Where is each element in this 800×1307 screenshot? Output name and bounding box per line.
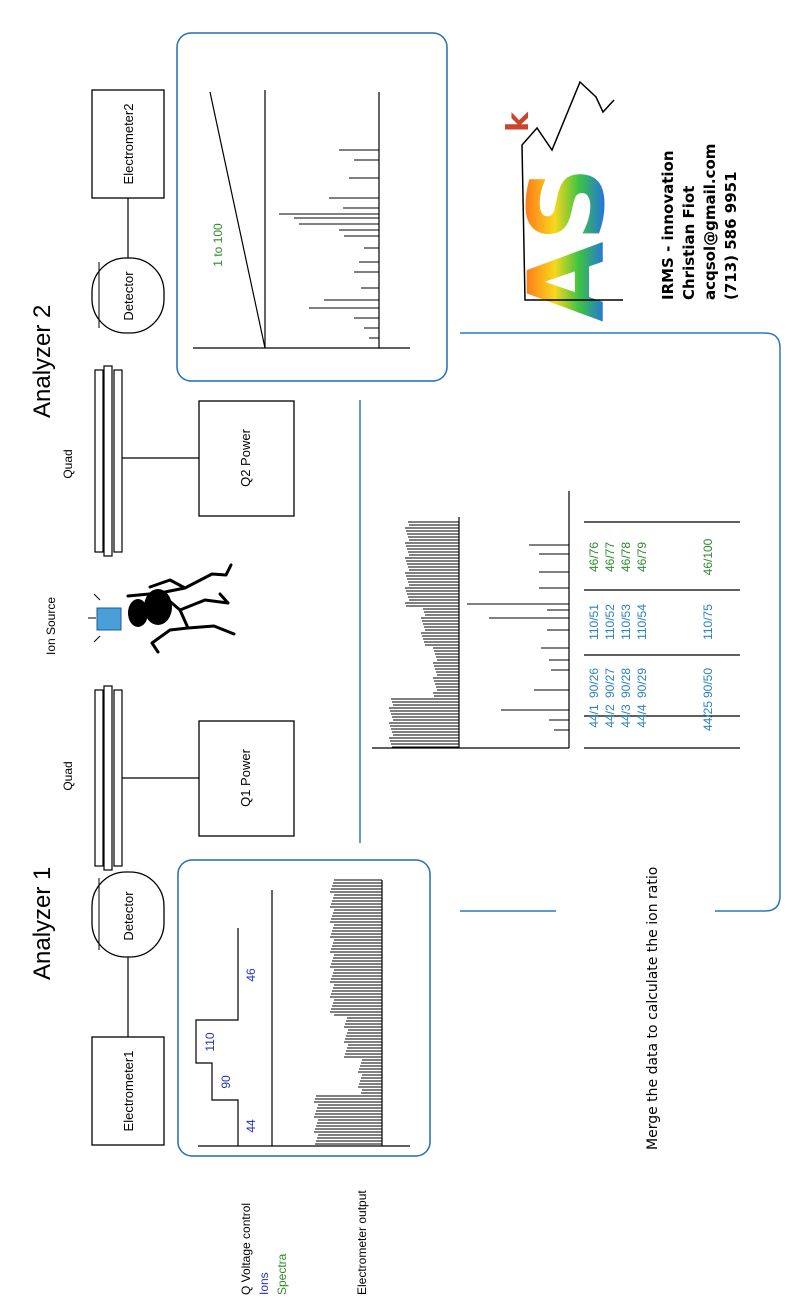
electrometer-output-bars [314, 879, 382, 1145]
quad1-rods [94, 685, 123, 871]
ion-source-label: Ion Source [44, 597, 58, 655]
step-label-44: 44 [244, 1119, 258, 1133]
quad2-label: Quad [61, 449, 75, 478]
ratio-cell: 44/2 [603, 704, 617, 728]
ratio-cell: 110/51 [587, 604, 601, 640]
legend-q-voltage: Q Voltage control [239, 1203, 253, 1295]
ratio-cell: 110/54 [635, 604, 649, 640]
contact-line1: IRMS - innovation [659, 150, 677, 300]
analyzer2-panel-axes [193, 90, 410, 349]
step-label-90: 90 [219, 1075, 233, 1089]
merged-spectrum [467, 544, 569, 731]
ratio-cell: 90/29 [635, 668, 649, 698]
contact-line3: acqsol@gmail.com [701, 144, 719, 300]
detector1-label: Detector [121, 891, 136, 941]
contact-line2: Christian Fiot [680, 186, 698, 300]
ramp-label: 1 to 100 [211, 223, 225, 267]
analyzer2-panel [176, 32, 448, 382]
quad1-label: Quad [61, 761, 75, 790]
electrometer2-box: Electrometer2 [91, 89, 165, 199]
q2-power-label: Q2 Power [238, 428, 253, 486]
ratio-cell: 110/75 [701, 604, 715, 640]
detector2-label: Detector [121, 271, 136, 321]
step-label-46: 46 [244, 968, 258, 982]
ratio-cell: 46/100 [701, 538, 715, 575]
ratio-cell: 44/4 [635, 704, 649, 728]
step-label-110: 110 [203, 1032, 217, 1051]
ratio-table-grid [584, 521, 740, 749]
logo-peak-line [521, 80, 623, 301]
ratio-cell: 44/3 [619, 704, 633, 728]
electrometer2-label: Electrometer2 [121, 104, 136, 185]
ratio-cell: 90/50 [701, 668, 715, 698]
detector1: Detector [91, 871, 165, 958]
ratio-cell: 110/52 [603, 604, 617, 640]
contact-block: IRMS - innovation Christian Fiot acqsol@… [659, 144, 740, 300]
merge-connector [460, 332, 781, 912]
legend-ions: Ions [257, 1272, 271, 1295]
ratio-cell: 90/28 [619, 668, 633, 698]
merge-note: Merge the data to calculate the ion rati… [645, 867, 661, 1150]
q1-power-label: Q1 Power [238, 748, 253, 806]
logo-superscript: k [501, 111, 536, 132]
legend-spectra: Spectra [275, 1253, 289, 1295]
ratio-cell: 110/53 [619, 604, 633, 640]
quad2-rods [94, 365, 123, 557]
merged-chart-axes [372, 491, 570, 749]
ratio-cell: 44/1 [587, 704, 601, 728]
ratio-cell: 44/25 [701, 701, 715, 731]
ratio-cell: 90/27 [603, 668, 617, 698]
merged-output-bars [389, 521, 459, 748]
ratio-cell: 46/79 [635, 542, 649, 572]
q2-power-box: Q2 Power [198, 400, 295, 517]
detector2: Detector [91, 257, 165, 334]
electrometer1-label: Electrometer1 [121, 1051, 136, 1132]
analyzer2-spectrum [279, 149, 379, 339]
ask-logo: AS k [501, 80, 628, 322]
electrometer1-box: Electrometer1 [91, 1036, 165, 1146]
analyzer2-title: Analyzer 2 [29, 305, 56, 418]
connectors [359, 332, 781, 912]
q1-power-box: Q1 Power [198, 720, 295, 837]
ratio-cell: 46/78 [619, 542, 633, 572]
ratio-cell: 46/77 [603, 542, 617, 572]
ratio-cell: 90/26 [587, 668, 601, 698]
ion-source-figure [88, 563, 236, 654]
analyzer1-title: Analyzer 1 [29, 867, 56, 980]
logo-text: AS [506, 167, 628, 322]
ratio-cell: 46/76 [587, 542, 601, 572]
legend-electrometer-output: Electrometer output [355, 1190, 369, 1295]
analyzer1-panel [177, 859, 431, 1157]
contact-line4: (713) 586 9951 [722, 171, 740, 300]
